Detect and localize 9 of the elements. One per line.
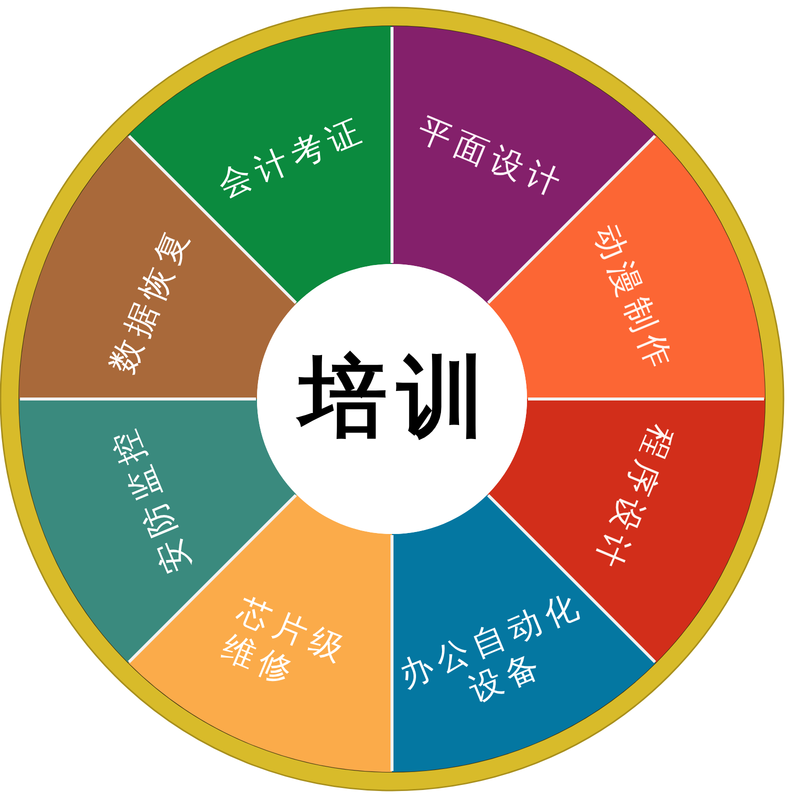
- segment-label: 动漫制作: [586, 219, 682, 378]
- segment-label: 数据恢复: [102, 219, 198, 378]
- segment-label: 办公自动化设备: [392, 582, 590, 711]
- segment-label: 程序设计: [586, 420, 682, 579]
- segment-label: 平面设计: [412, 108, 572, 206]
- segment-label: 安防监控: [102, 420, 198, 579]
- segment-label: 芯片级维修: [216, 590, 356, 695]
- segment-label: 会计考证: [212, 108, 372, 206]
- hub-label: 培训: [285, 336, 499, 462]
